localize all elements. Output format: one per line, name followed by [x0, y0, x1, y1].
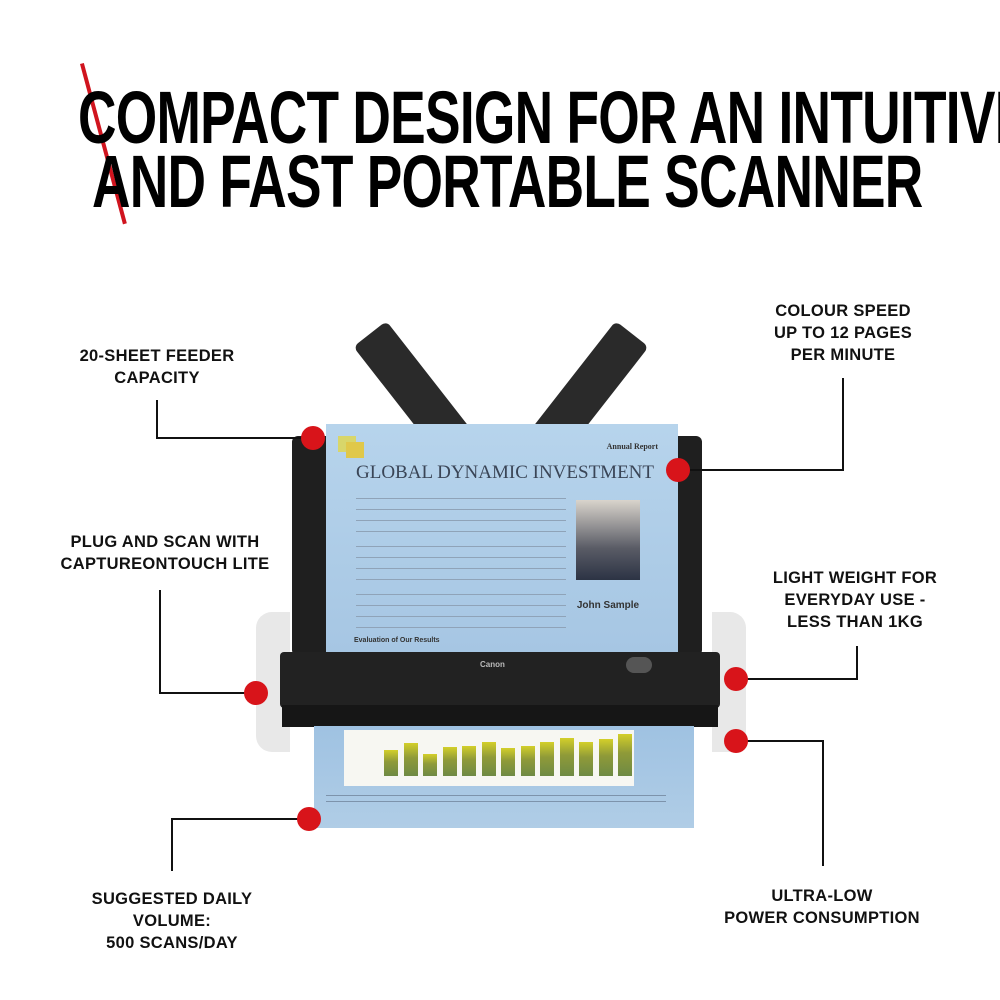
callout-power-consumption: ULTRA-LOW POWER CONSUMPTION	[724, 885, 920, 929]
callout-text: POWER CONSUMPTION	[724, 909, 920, 927]
leader-line	[842, 378, 844, 471]
doc-chart-bar	[442, 747, 457, 776]
leader-line	[159, 692, 256, 694]
marker-dot	[244, 681, 268, 705]
callout-text: VOLUME:	[132, 912, 212, 930]
doc-chart-bar	[462, 745, 476, 776]
callout-plug-and-scan: PLUG AND SCAN WITH CAPTUREONTOUCH LITE	[61, 531, 270, 575]
callout-text: PER MINUTE	[790, 346, 896, 364]
doc-chart-bar	[559, 738, 574, 776]
scanner-front-panel: Canon	[280, 652, 720, 708]
callout-text: EVERYDAY USE -	[784, 591, 926, 609]
doc-person-name: John Sample	[576, 600, 640, 611]
leader-line	[156, 400, 158, 439]
leader-line	[171, 818, 173, 871]
callout-text: CAPACITY	[114, 369, 200, 387]
doc-chart-bar	[501, 748, 515, 776]
leader-line	[171, 818, 309, 820]
doc-chart-bar	[618, 734, 632, 776]
callout-colour-speed: COLOUR SPEED UP TO 12 PAGES PER MINUTE	[774, 300, 912, 366]
callout-daily-volume: SUGGESTED DAILY VOLUME: 500 SCANS/DAY	[92, 888, 253, 954]
callout-text: LESS THAN 1KG	[787, 613, 923, 631]
callout-text: PLUG AND SCAN WITH	[70, 533, 260, 551]
headline-line-2: AND FAST PORTABLE SCANNER	[92, 140, 923, 223]
scanner-brand-logo: Canon	[480, 660, 505, 669]
leader-line	[159, 590, 161, 694]
scanner-output-slot	[282, 705, 718, 727]
marker-dot	[297, 807, 321, 831]
doc-chart-bar	[598, 739, 613, 776]
callout-text: SUGGESTED DAILY	[91, 890, 253, 908]
doc-chart-bar	[423, 754, 437, 776]
marker-dot	[724, 667, 748, 691]
doc-bar-chart	[344, 730, 634, 786]
output-document	[314, 726, 694, 828]
leader-line	[678, 469, 844, 471]
doc-chart-bar	[520, 746, 535, 776]
callout-light-weight: LIGHT WEIGHT FOR EVERYDAY USE - LESS THA…	[773, 567, 937, 633]
marker-dot	[666, 458, 690, 482]
callout-text: 20-SHEET FEEDER	[79, 347, 235, 365]
callout-text: LIGHT WEIGHT FOR	[772, 569, 938, 587]
headline-line-1: COMPACT DESIGN FOR AN INTUITIVE	[78, 76, 1000, 159]
callout-text: CAPTUREONTOUCH LITE	[60, 555, 270, 573]
callout-text: COLOUR SPEED	[775, 302, 911, 320]
marker-dot	[724, 729, 748, 753]
scanner-power-button[interactable]	[626, 657, 652, 673]
doc-chart-bar	[384, 749, 398, 776]
doc-caption-text	[326, 792, 666, 802]
doc-label: Annual Report	[606, 442, 658, 451]
doc-chart-bar	[579, 742, 593, 776]
leader-line	[156, 437, 313, 439]
callout-text: ULTRA-LOW	[771, 887, 873, 905]
doc-paragraph	[356, 542, 566, 586]
leader-line	[822, 740, 824, 866]
doc-paragraph	[356, 494, 566, 538]
doc-title: GLOBAL DYNAMIC INVESTMENT	[356, 462, 654, 483]
doc-paragraph	[356, 590, 566, 630]
leader-line	[736, 678, 858, 680]
callout-text: UP TO 12 PAGES	[773, 324, 913, 342]
doc-chart-bar	[481, 742, 496, 776]
leader-line	[736, 740, 824, 742]
doc-chart-bar	[403, 743, 418, 776]
doc-logo-square	[346, 442, 364, 458]
marker-dot	[301, 426, 325, 450]
callout-text: 500 SCANS/DAY	[106, 934, 238, 952]
callout-feeder-capacity: 20-SHEET FEEDER CAPACITY	[80, 345, 235, 389]
doc-portrait-photo	[576, 500, 640, 580]
doc-chart-bar	[540, 742, 554, 776]
doc-section-heading: Evaluation of Our Results	[354, 637, 440, 644]
leader-line	[856, 646, 858, 680]
input-document: Annual Report GLOBAL DYNAMIC INVESTMENT …	[326, 424, 678, 654]
